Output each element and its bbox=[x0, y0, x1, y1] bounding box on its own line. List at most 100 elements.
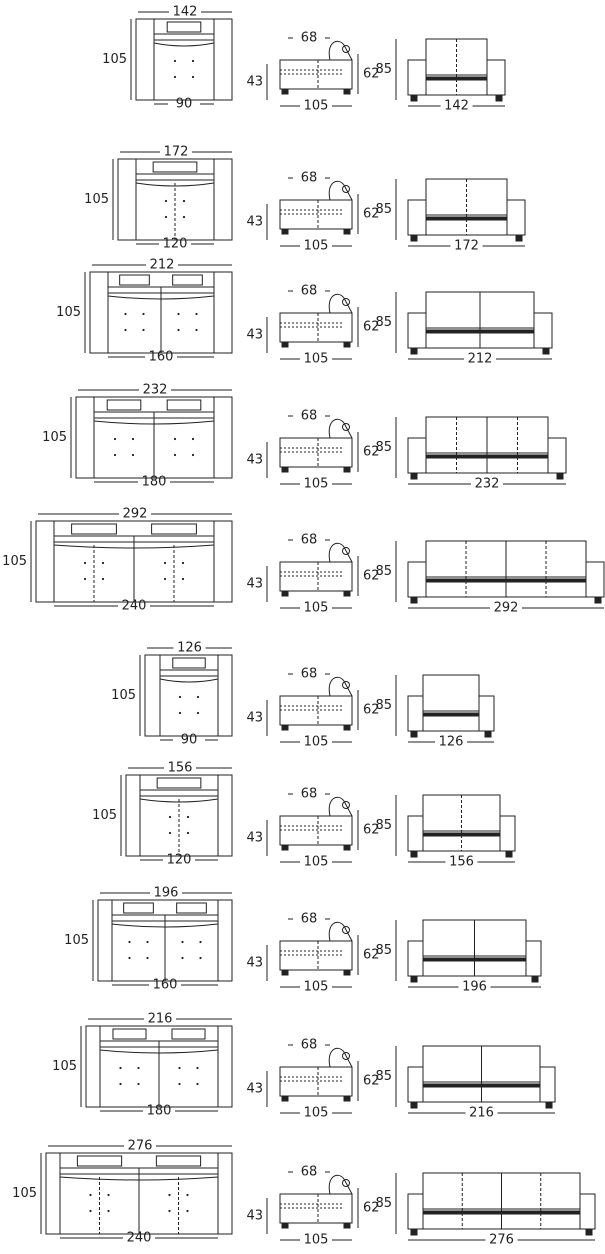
front-view: 85 292 bbox=[375, 540, 605, 616]
pillow bbox=[172, 657, 206, 669]
backrest-curve bbox=[328, 418, 353, 439]
button-dot bbox=[181, 956, 184, 960]
back-height-label: 85 bbox=[375, 315, 392, 330]
seat-height-label: 43 bbox=[246, 328, 263, 343]
foot bbox=[281, 228, 289, 235]
left-arm bbox=[407, 437, 427, 474]
arm-height-label: 62 bbox=[363, 948, 380, 963]
front-width-label: 292 bbox=[494, 601, 519, 616]
foot bbox=[343, 1222, 351, 1229]
front-width-label: 216 bbox=[469, 1106, 494, 1121]
foot bbox=[281, 88, 289, 95]
overall-width-label: 126 bbox=[177, 641, 202, 656]
button-dot bbox=[107, 1209, 110, 1213]
foot bbox=[281, 1222, 289, 1229]
foot bbox=[343, 969, 351, 976]
right-arm bbox=[547, 437, 567, 474]
seat-height-label: 43 bbox=[246, 75, 263, 90]
button-dot bbox=[177, 328, 180, 332]
button-dot bbox=[119, 1066, 122, 1070]
button-dot bbox=[89, 1193, 92, 1197]
right-arm bbox=[579, 1193, 596, 1230]
button-dot bbox=[124, 312, 127, 316]
front-view: 85 216 bbox=[375, 1045, 556, 1121]
button-dot bbox=[199, 956, 202, 960]
back-height-label: 85 bbox=[375, 564, 392, 579]
headrest-roll bbox=[342, 547, 350, 555]
headrest-roll bbox=[342, 45, 350, 53]
headrest-roll bbox=[342, 298, 350, 306]
foot bbox=[556, 472, 564, 480]
back-height-label: 85 bbox=[375, 62, 392, 77]
seat-width-label: 90 bbox=[176, 97, 193, 112]
foot bbox=[410, 850, 418, 858]
button-dot bbox=[101, 561, 105, 565]
button-dot bbox=[164, 215, 168, 219]
foot bbox=[410, 975, 418, 983]
seat-depth-label: 68 bbox=[301, 171, 318, 186]
front-width-label: 172 bbox=[454, 239, 479, 254]
side-depth-label: 105 bbox=[304, 99, 329, 114]
side-depth-label: 105 bbox=[304, 352, 329, 367]
headrest-roll bbox=[342, 801, 350, 809]
pillow bbox=[171, 1028, 206, 1040]
overall-width-label: 232 bbox=[143, 383, 168, 398]
depth-label: 105 bbox=[111, 688, 136, 703]
foot bbox=[343, 88, 351, 95]
right-arm bbox=[486, 59, 506, 96]
overall-width-label: 156 bbox=[168, 761, 193, 776]
button-dot bbox=[195, 328, 198, 332]
button-dot bbox=[178, 695, 182, 699]
right-arm bbox=[585, 561, 605, 598]
seat-width-label: 180 bbox=[147, 1104, 172, 1119]
button-dot bbox=[107, 1193, 110, 1197]
button-dot bbox=[142, 312, 145, 316]
seat-width-label: 160 bbox=[153, 978, 178, 993]
seat-height-label: 43 bbox=[246, 711, 263, 726]
foot bbox=[410, 1228, 418, 1236]
seat-height-label: 43 bbox=[246, 1082, 263, 1097]
back-height-label: 85 bbox=[375, 1069, 392, 1084]
backrest-curve bbox=[328, 40, 353, 61]
foot bbox=[531, 975, 539, 983]
headrest-roll bbox=[342, 681, 350, 689]
seat-depth-label: 68 bbox=[301, 1165, 318, 1180]
pillow bbox=[119, 274, 150, 286]
button-dot bbox=[177, 312, 180, 316]
left-arm bbox=[407, 312, 427, 349]
backrest bbox=[153, 33, 215, 41]
backrest bbox=[135, 173, 215, 181]
seat-height-label: 43 bbox=[246, 956, 263, 971]
button-dot bbox=[113, 453, 117, 457]
headrest-roll bbox=[342, 185, 350, 193]
backrest-curve bbox=[328, 293, 353, 314]
button-dot bbox=[128, 956, 131, 960]
back-height-label: 85 bbox=[375, 943, 392, 958]
button-dot bbox=[146, 940, 149, 944]
foot bbox=[484, 730, 492, 738]
pillow bbox=[76, 1155, 123, 1167]
seat-height-label: 43 bbox=[246, 831, 263, 846]
button-dot bbox=[182, 215, 186, 219]
overall-width-label: 196 bbox=[154, 886, 179, 901]
back-height-label: 85 bbox=[375, 818, 392, 833]
arm-height-label: 62 bbox=[363, 569, 380, 584]
button-dot bbox=[83, 577, 87, 581]
button-dot bbox=[186, 1193, 189, 1197]
button-dot bbox=[131, 453, 135, 457]
overall-width-label: 276 bbox=[128, 1139, 153, 1154]
